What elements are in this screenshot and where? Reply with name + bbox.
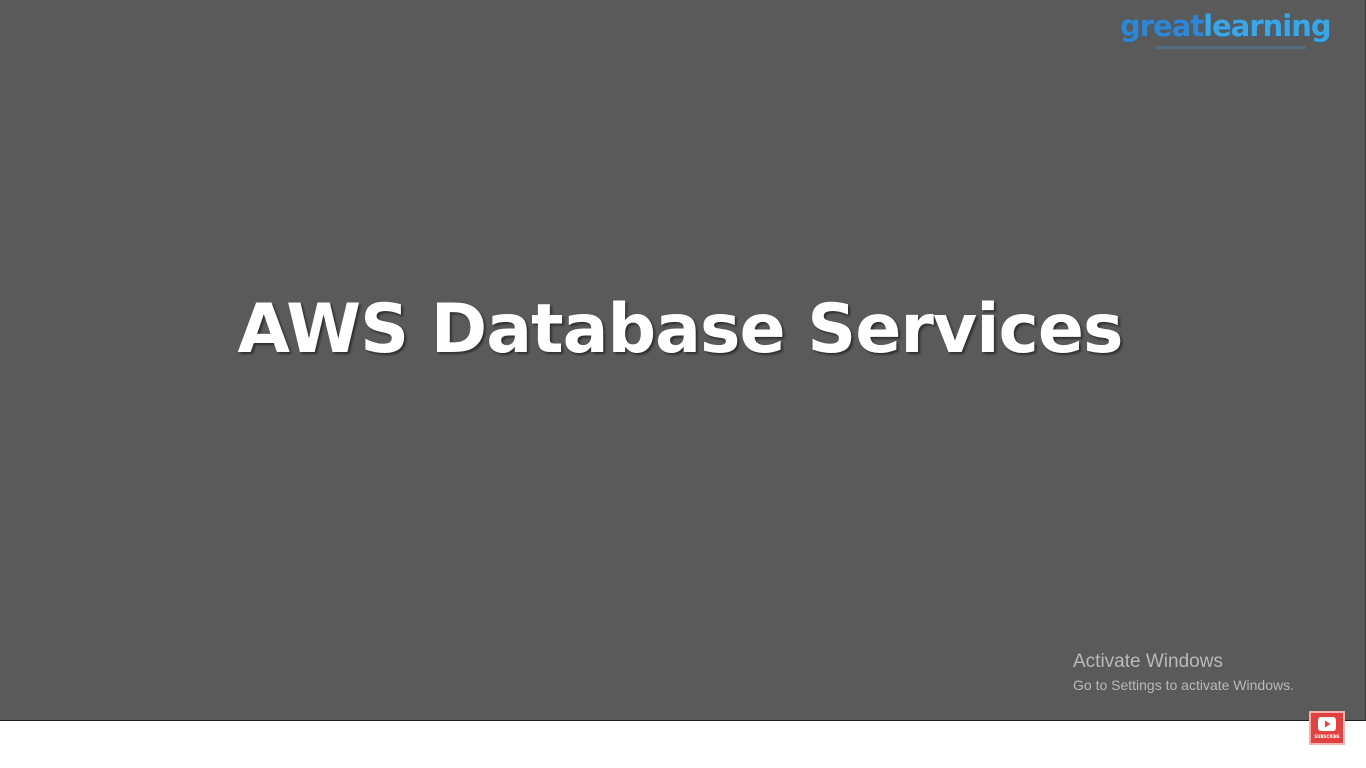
watermark-title: Activate Windows	[1073, 651, 1223, 672]
logo-wordmark: greatlearning	[1120, 8, 1342, 44]
slide-title: AWS Database Services	[237, 290, 1124, 369]
greatlearning-logo: greatlearning	[1120, 8, 1342, 52]
logo-text-great: great	[1120, 9, 1204, 43]
bottom-bar	[0, 721, 1366, 768]
logo-text-learning: learning	[1203, 9, 1331, 43]
activate-windows-watermark: Activate Windows Go to Settings to activ…	[1073, 651, 1294, 694]
presentation-slide: greatlearning AWS Database Services Acti…	[0, 0, 1366, 721]
youtube-play-icon	[1318, 717, 1336, 731]
watermark-subtitle: Go to Settings to activate Windows.	[1073, 677, 1294, 693]
logo-tagline-stroke	[1156, 46, 1306, 49]
subscribe-label: SUBSCRIBE	[1314, 734, 1340, 739]
subscribe-button[interactable]: SUBSCRIBE	[1309, 711, 1345, 745]
